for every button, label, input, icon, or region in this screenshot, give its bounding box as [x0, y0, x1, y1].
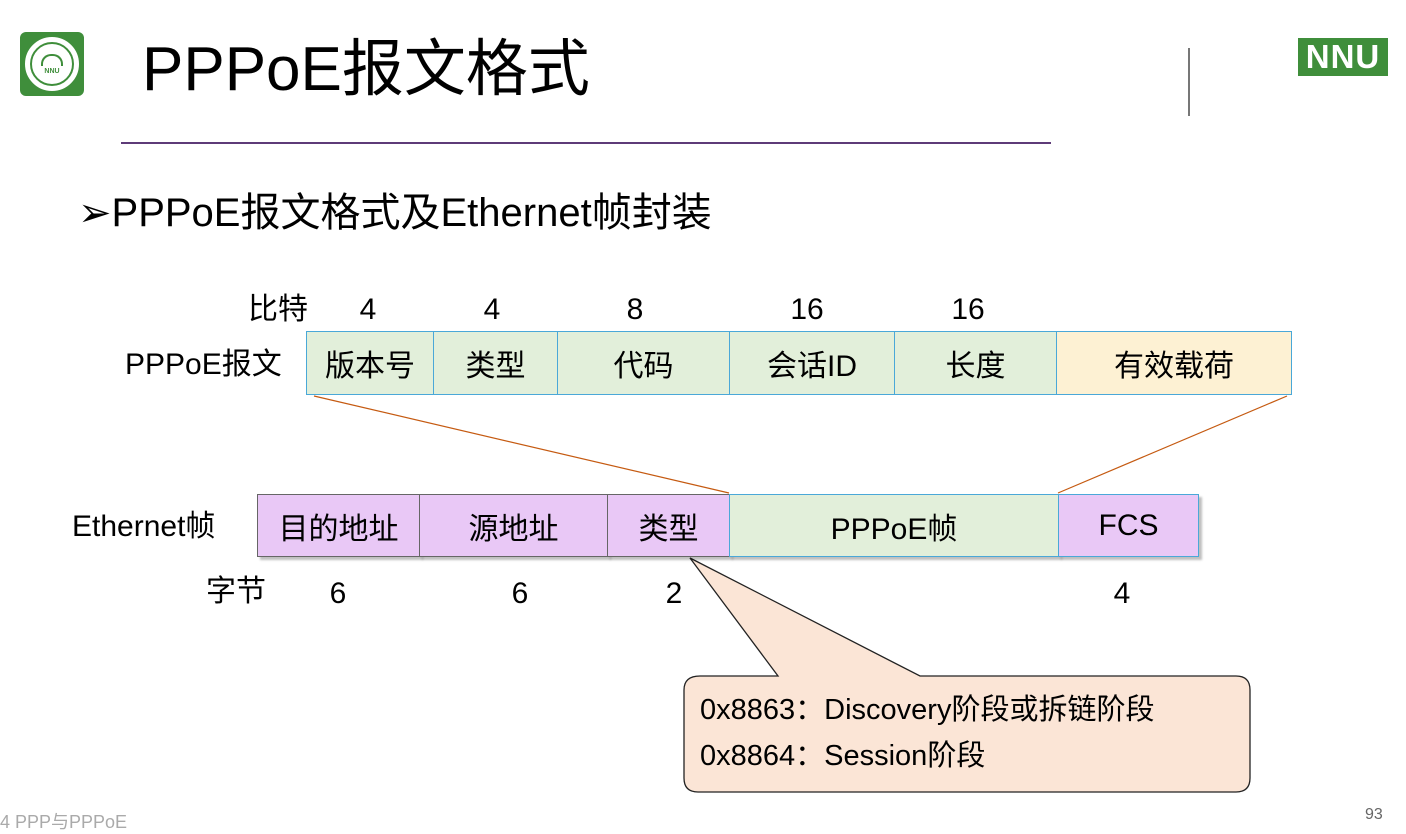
- field-code: 代码: [557, 331, 730, 395]
- callout-bubble: [683, 557, 1251, 793]
- field-dest-address: 目的地址: [257, 494, 420, 557]
- bits-value: 4: [359, 293, 377, 326]
- connector-right: [1057, 395, 1288, 494]
- field-eth-type: 类型: [607, 494, 730, 557]
- callout-line-session: 0x8864：Session阶段: [700, 740, 986, 772]
- nnu-logo: NNU: [1298, 38, 1388, 76]
- field-pppoe-frame: PPPoE帧: [729, 494, 1059, 557]
- bits-value: 4: [483, 293, 501, 326]
- header-separator: [1188, 48, 1190, 116]
- bytes-value: 6: [511, 577, 529, 610]
- callout-line-discovery: 0x8863：Discovery阶段或拆链阶段: [700, 694, 1155, 726]
- ethernet-row-label: Ethernet帧: [72, 510, 216, 543]
- bytes-value: 2: [665, 577, 683, 610]
- title-divider: [121, 142, 1051, 144]
- bits-value: 16: [790, 293, 824, 326]
- university-logo: NNU: [20, 32, 84, 96]
- field-version: 版本号: [306, 331, 434, 395]
- page-title: PPPoE报文格式: [142, 35, 590, 104]
- bytes-value: 4: [1113, 577, 1131, 610]
- connector-left: [313, 395, 730, 494]
- slide-subtitle: ➢PPPoE报文格式及Ethernet帧封装: [78, 191, 712, 235]
- field-type: 类型: [433, 331, 558, 395]
- field-fcs: FCS: [1058, 494, 1199, 557]
- field-session-id: 会话ID: [729, 331, 895, 395]
- bits-value: 16: [951, 293, 985, 326]
- field-length: 长度: [894, 331, 1057, 395]
- bytes-value: 6: [329, 577, 347, 610]
- field-payload: 有效载荷: [1056, 331, 1292, 395]
- bits-label: 比特: [248, 293, 308, 326]
- field-source-address: 源地址: [419, 494, 608, 557]
- bits-value: 8: [626, 293, 644, 326]
- footer-section-title: 4 PPP与PPPoE: [0, 812, 128, 832]
- pppoe-row-label: PPPoE报文: [125, 348, 282, 381]
- bytes-label: 字节: [206, 575, 266, 608]
- page-number: 93: [1365, 806, 1383, 823]
